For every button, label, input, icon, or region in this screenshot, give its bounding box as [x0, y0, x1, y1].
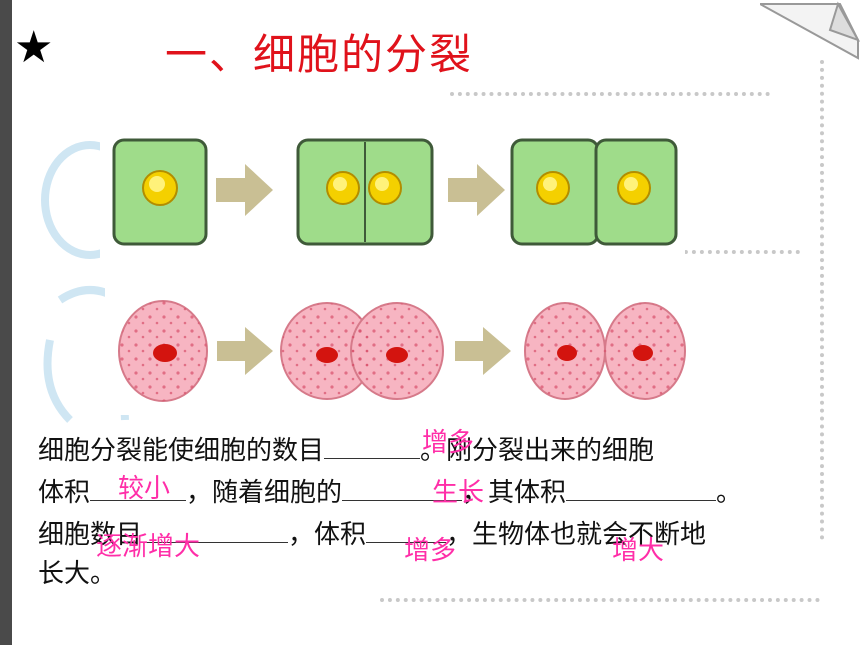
slide-frame-left [0, 0, 12, 645]
arrow-icon [217, 327, 273, 375]
text-segment: 细胞数目 [38, 520, 143, 550]
text-segment: ，随着细胞的 [186, 478, 343, 508]
dotted-border-top [450, 92, 770, 96]
animal-cell-dividing [280, 302, 444, 400]
dotted-border-bottom [380, 598, 820, 602]
text-segment: 长大。 [38, 559, 117, 589]
page-curl-corner [760, 1, 860, 60]
animal-cells-divided [524, 302, 686, 400]
answer-6: 增大 [612, 536, 665, 566]
paragraph-line-2: 体积 ，随着细胞的 ，其体积 。 [38, 470, 742, 513]
blank-5 [142, 512, 289, 543]
animal-cell-1 [118, 300, 208, 402]
animal-cell-division-diagram [105, 285, 705, 415]
paragraph-line-1: 细胞分裂能使细胞的数目 。刚分裂出来的细胞 [38, 428, 654, 471]
answer-3: 生长 [432, 478, 485, 508]
blank-2 [90, 470, 187, 501]
text-segment: 。 [716, 478, 743, 508]
arrow-icon [455, 327, 511, 375]
arrow-icon [448, 164, 505, 216]
plant-cells-divided [510, 138, 678, 246]
blank-4 [566, 470, 717, 501]
paragraph-line-3: 细胞数目 ，体积 ，生物体也就会不断地 [38, 512, 706, 555]
dotted-border-right [820, 60, 824, 540]
text-segment: ，生物体也就会不断地 [446, 520, 707, 550]
dotted-line-mid [620, 250, 800, 254]
blank-6 [366, 512, 447, 543]
paragraph-line-4: 长大。 [38, 554, 116, 594]
text-segment: ，其体积 [462, 478, 567, 508]
answer-5: 增多 [404, 536, 457, 566]
text-segment: 体积 [38, 478, 91, 508]
text-segment: ，体积 [288, 520, 367, 550]
text-segment: 细胞分裂能使细胞的数目 [38, 436, 325, 466]
plant-cell-dividing [296, 138, 434, 246]
blank-3 [342, 470, 463, 501]
text-segment: 。刚分裂出来的细胞 [420, 436, 655, 466]
answer-1: 增多 [422, 428, 475, 458]
page-title: 一、细胞的分裂 [165, 30, 474, 79]
plant-cell-division-diagram [100, 130, 685, 260]
answer-2: 较小 [118, 474, 171, 504]
plant-cell-1 [112, 138, 208, 246]
blank-1 [324, 428, 421, 459]
arrow-icon [216, 164, 273, 216]
star-icon: ★ [14, 22, 54, 73]
answer-4: 逐渐增大 [96, 532, 201, 562]
